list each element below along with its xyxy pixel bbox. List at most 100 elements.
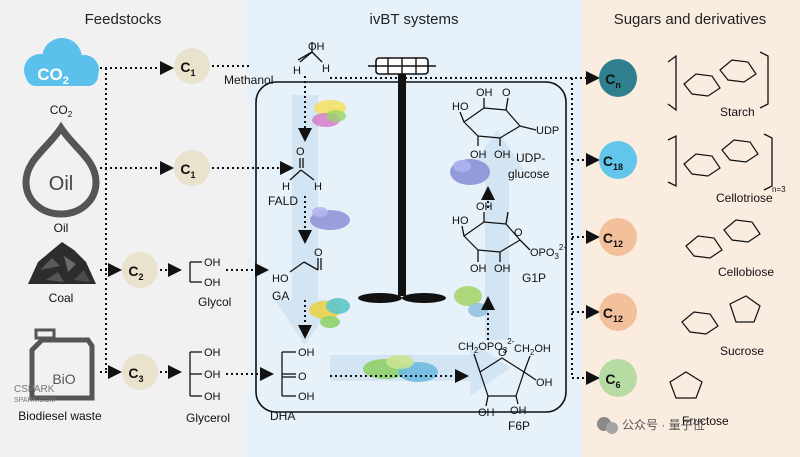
cellotriose-structure <box>667 133 773 191</box>
oil-icon-text: Oil <box>49 173 73 195</box>
fald-structure <box>289 158 315 181</box>
c1-oil-node: C1 <box>174 150 210 186</box>
coal-label: Coal <box>49 291 74 305</box>
enzyme-blob-2 <box>310 207 350 230</box>
enzyme-blob-3 <box>309 298 350 328</box>
product-node-text: C6 <box>605 371 620 390</box>
c1-methanol-node: C1 <box>174 48 210 84</box>
flow-arrow-down <box>275 95 335 345</box>
cellotriose-n: n=3 <box>772 185 786 194</box>
methanol-structure <box>297 42 323 63</box>
glycol-structure <box>189 261 202 283</box>
udp-oh2: OH <box>470 149 487 161</box>
header-feedstocks: Feedstocks <box>85 11 162 28</box>
wechat-logo-icon <box>597 417 618 434</box>
udp-oh3: OH <box>494 149 511 161</box>
g1p-oh3: OH <box>476 201 493 213</box>
glycol-oh1: OH <box>204 257 221 269</box>
fald-h1: H <box>282 181 290 193</box>
f6p-label: F6P <box>508 419 530 433</box>
f6p-oh2: OH <box>478 407 495 419</box>
glycerol-label: Glycerol <box>186 411 230 425</box>
sucrose-structure <box>681 295 761 335</box>
f6p-structure <box>473 353 537 407</box>
co2-icon-text: CO2 <box>37 65 69 87</box>
corner-watermark: CSPARK <box>14 384 55 395</box>
methanol-h1: H <box>293 65 301 77</box>
methanol-label: Methanol <box>224 73 273 87</box>
udp-oh1: OH <box>476 87 493 99</box>
co2-label: CO2 <box>50 103 73 119</box>
ga-label: GA <box>272 289 289 303</box>
product-label-cellobiose: Cellobiose <box>718 265 774 279</box>
svg-text:C1: C1 <box>180 161 195 180</box>
header-ivbt: ivBT systems <box>370 11 459 28</box>
product-node-fructose: C6 <box>599 359 637 397</box>
dha-o: O <box>298 371 307 383</box>
c3-glycerol-node: C3 <box>122 354 158 390</box>
fald-o: O <box>296 146 305 158</box>
udp-glucose-label-1: UDP- <box>516 151 545 165</box>
ga-structure <box>289 258 322 273</box>
bio-icon-text: BiO <box>52 371 75 387</box>
product-label-sucrose: Sucrose <box>720 344 764 358</box>
ga-o: O <box>314 247 323 259</box>
g1p-oh2: OH <box>494 263 511 275</box>
ivbt-vessel <box>255 81 567 413</box>
g1p-oh1: OH <box>470 263 487 275</box>
c2-glycol-node: C2 <box>122 252 158 288</box>
svg-text:C3: C3 <box>128 365 143 384</box>
enzyme-blob-4 <box>363 355 438 382</box>
product-label-fructose: Fructose <box>682 414 729 428</box>
methanol-h2: H <box>322 63 330 75</box>
product-node-text: C12 <box>603 230 623 249</box>
product-node-sucrose: C12 <box>599 293 637 331</box>
glycerol-oh1: OH <box>204 347 221 359</box>
product-node-circle <box>599 218 637 256</box>
enzyme-blob-6 <box>450 159 490 185</box>
f6p-ch2opo3: CH2OPO32- <box>458 337 515 355</box>
product-node-text: C18 <box>603 153 623 172</box>
product-node-text: C12 <box>603 305 623 324</box>
product-label-cellotriose: Cellotriose <box>716 191 773 205</box>
f6p-oh1: OH <box>536 377 553 389</box>
coal-pile-icon <box>28 242 96 284</box>
biodiesel-label: Biodiesel waste <box>18 409 102 423</box>
svg-text:C1: C1 <box>180 59 195 78</box>
svg-text:C2: C2 <box>128 263 143 282</box>
f6p-oh3: OH <box>510 405 527 417</box>
udp-glucose-label-2: glucose <box>508 167 550 181</box>
dha-label: DHA <box>270 409 295 423</box>
starch-structure <box>667 51 769 112</box>
glycerol-oh3: OH <box>204 391 221 403</box>
product-node-cellobiose: C12 <box>599 218 637 256</box>
product-label-starch: Starch <box>720 105 755 119</box>
product-node-text: Cn <box>605 71 621 90</box>
fald-h2: H <box>314 181 322 193</box>
g1p-structure <box>461 211 531 262</box>
oil-label: Oil <box>54 221 69 235</box>
fructose-structure <box>669 371 703 399</box>
product-node-cellotriose: C18 <box>599 141 637 179</box>
cellobiose-structure <box>685 219 761 259</box>
product-node-circle <box>599 359 637 397</box>
udp-ho: HO <box>452 101 469 113</box>
udp-ring-o: O <box>502 87 511 99</box>
glycol-oh2: OH <box>204 277 221 289</box>
jerrycan-icon <box>29 328 95 401</box>
dha-oh2: OH <box>298 391 315 403</box>
glycerol-structure <box>189 351 202 397</box>
f6p-ring-o: O <box>498 347 507 359</box>
f6p-ch2oh: CH2OH <box>514 343 551 357</box>
header-products: Sugars and derivatives <box>614 11 767 28</box>
product-node-circle <box>599 141 637 179</box>
methanol-oh: OH <box>308 41 325 53</box>
dha-oh1: OH <box>298 347 315 359</box>
udp-group: UDP <box>536 125 559 137</box>
glycerol-oh2: OH <box>204 369 221 381</box>
watermark-text: 公众号 · 量子位 <box>622 417 705 432</box>
corner-watermark-sub: SPARK.COM <box>14 397 56 404</box>
dha-structure <box>281 351 296 397</box>
